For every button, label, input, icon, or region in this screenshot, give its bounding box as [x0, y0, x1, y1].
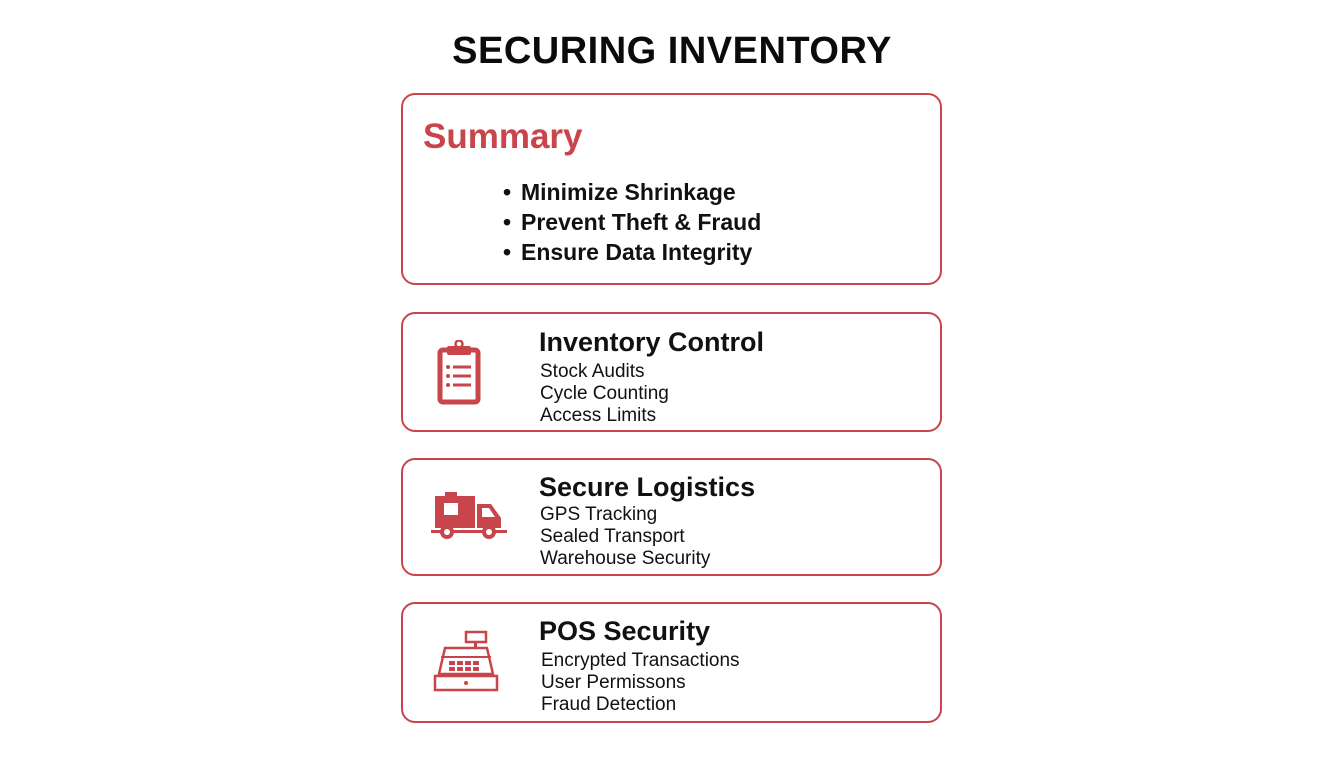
secure-logistics-card: Secure Logistics GPS Tracking Sealed Tra… [401, 458, 942, 576]
delivery-truck-icon [431, 492, 507, 539]
card-item: Fraud Detection [541, 694, 677, 715]
summary-bullets: •Minimize Shrinkage •Prevent Theft & Fra… [503, 177, 761, 267]
summary-card: Summary •Minimize Shrinkage •Prevent The… [401, 93, 942, 285]
summary-bullet: •Minimize Shrinkage [503, 179, 736, 205]
card-item: Cycle Counting [540, 383, 669, 404]
card-item: GPS Tracking [540, 504, 658, 525]
card-item: Stock Audits [540, 361, 645, 382]
card-item: Encrypted Transactions [541, 650, 740, 671]
card-item: User Permissons [541, 672, 686, 693]
card-item: Sealed Transport [540, 526, 685, 547]
summary-bullet: •Prevent Theft & Fraud [503, 209, 762, 235]
card-item: Access Limits [540, 405, 657, 426]
summary-bullet: •Ensure Data Integrity [503, 239, 753, 265]
card-items: GPS Tracking Sealed Transport Warehouse … [540, 504, 710, 570]
card-title: Secure Logistics [539, 472, 756, 502]
cash-register-icon [433, 630, 499, 692]
summary-heading: Summary [423, 117, 583, 156]
card-title: POS Security [539, 616, 711, 646]
card-title: Inventory Control [539, 327, 765, 357]
clipboard-list-icon [437, 340, 481, 405]
page-title: SECURING INVENTORY [452, 30, 892, 72]
card-items: Encrypted Transactions User Permissons F… [541, 650, 740, 716]
card-item: Warehouse Security [540, 548, 711, 569]
inventory-control-card: Inventory Control Stock Audits Cycle Cou… [401, 312, 942, 432]
card-items: Stock Audits Cycle Counting Access Limit… [540, 361, 669, 427]
pos-security-card: POS Security Encrypted Transactions User… [401, 602, 942, 723]
